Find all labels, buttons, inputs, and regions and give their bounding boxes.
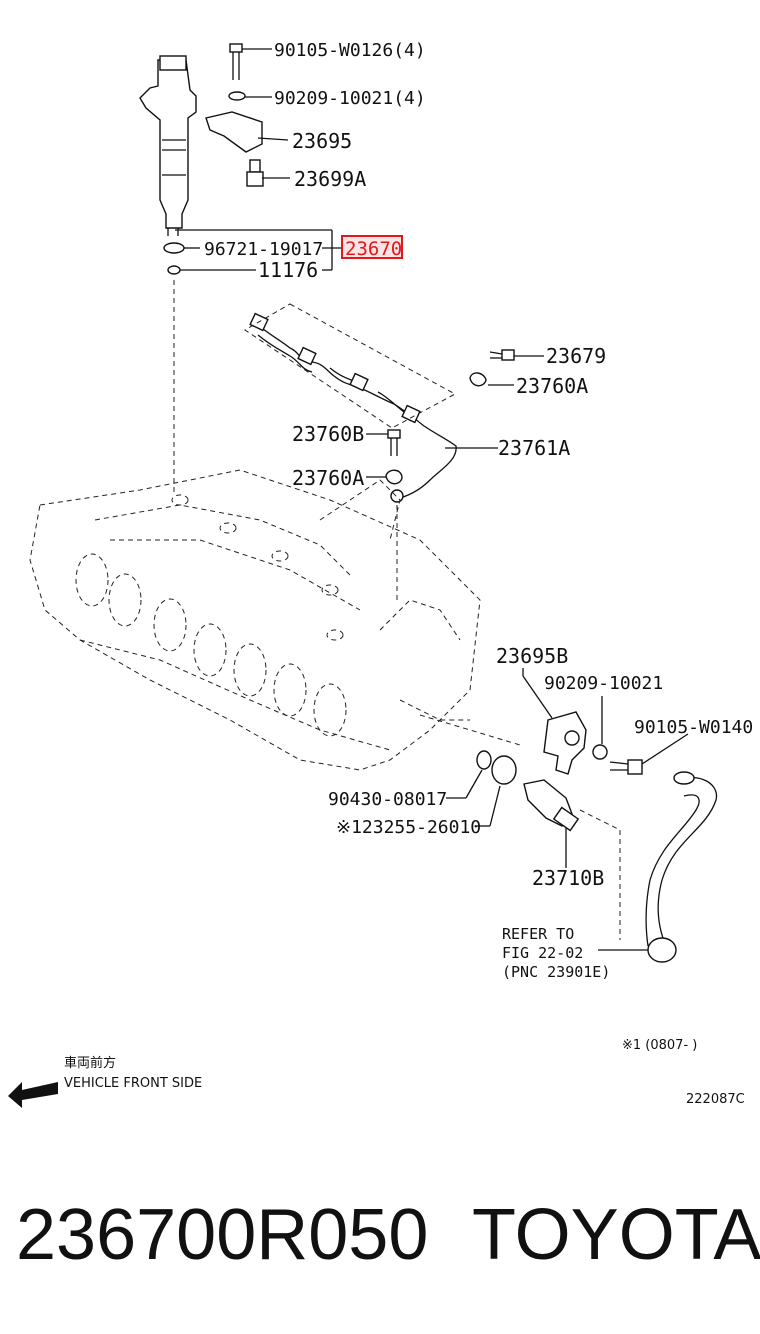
- callout-valve: 23699A: [294, 167, 366, 191]
- callout-seal-bottom: ※123255-26010: [336, 817, 481, 838]
- bolt-top-drawing: [228, 43, 246, 101]
- fuel-pipe-drawing: [249, 312, 457, 503]
- callout-gasket-right: 23760A: [516, 374, 588, 398]
- injector-drawing: [139, 55, 197, 236]
- valve-drawing: [246, 159, 264, 187]
- callout-union-bolt: 23679: [546, 344, 606, 368]
- callout-bolt-left: 23760B: [292, 422, 364, 446]
- seal-drawing: [167, 265, 181, 275]
- washer-right-drawing: [592, 744, 608, 760]
- callout-bolt-top: 90105-W0126(4): [274, 40, 426, 61]
- union-bolt-drawing: [469, 349, 515, 387]
- callout-assembly-highlight: 23670: [345, 238, 402, 260]
- callout-bracket: 23695B: [496, 644, 568, 668]
- callout-washer-top: 90209-10021(4): [274, 88, 426, 109]
- clamp-drawing: [205, 111, 263, 153]
- callout-bolt-right: 90105-W0140: [634, 717, 753, 738]
- parts-diagram: 90105-W0126(4) 90209-10021(4) 23695 2369…: [8, 40, 753, 1108]
- vehicle-front-arrow-icon: [8, 1082, 58, 1108]
- refer-note-line-1: REFER TO: [502, 925, 574, 943]
- bracket-drawing: [543, 711, 587, 775]
- callout-gasket-bottom: 90430-08017: [328, 789, 447, 810]
- seal-bottom-drawing: [491, 755, 517, 785]
- callout-clamp: 23695: [292, 129, 352, 153]
- vehicle-front-en: VEHICLE FRONT SIDE: [64, 1076, 202, 1091]
- part-number: 236700R050: [16, 1195, 429, 1275]
- gasket-drawing: [163, 242, 185, 254]
- callout-pipe: 23761A: [498, 436, 570, 460]
- callout-gasket-left: 23760A: [292, 466, 364, 490]
- footer-caption: 236700R050 TOYOTA: [0, 1180, 760, 1290]
- hose-drawing: [645, 771, 718, 963]
- callout-washer-right: 90209-10021: [544, 673, 663, 694]
- callout-seal: 11176: [258, 258, 318, 282]
- bolt-right-drawing: [609, 759, 643, 775]
- gasket-bottom-drawing: [476, 750, 492, 770]
- brand-name: TOYOTA: [472, 1195, 760, 1275]
- refer-note-line-3: (PNC 23901E): [502, 963, 610, 981]
- sensor-drawing: [523, 779, 580, 832]
- refer-note-line-2: FIG 22-02: [502, 944, 583, 962]
- callout-sensor: 23710B: [532, 866, 604, 890]
- vehicle-front-jp: 車両前方: [64, 1055, 116, 1071]
- highlight-box: [341, 235, 403, 259]
- bolt-left-drawing: [385, 429, 403, 485]
- cylinder-head-drawing: [29, 469, 481, 771]
- footnote: ※1 (0807- ): [622, 1038, 697, 1053]
- diagram-code: 222087C: [686, 1092, 745, 1107]
- callout-gasket: 96721-19017: [204, 239, 323, 260]
